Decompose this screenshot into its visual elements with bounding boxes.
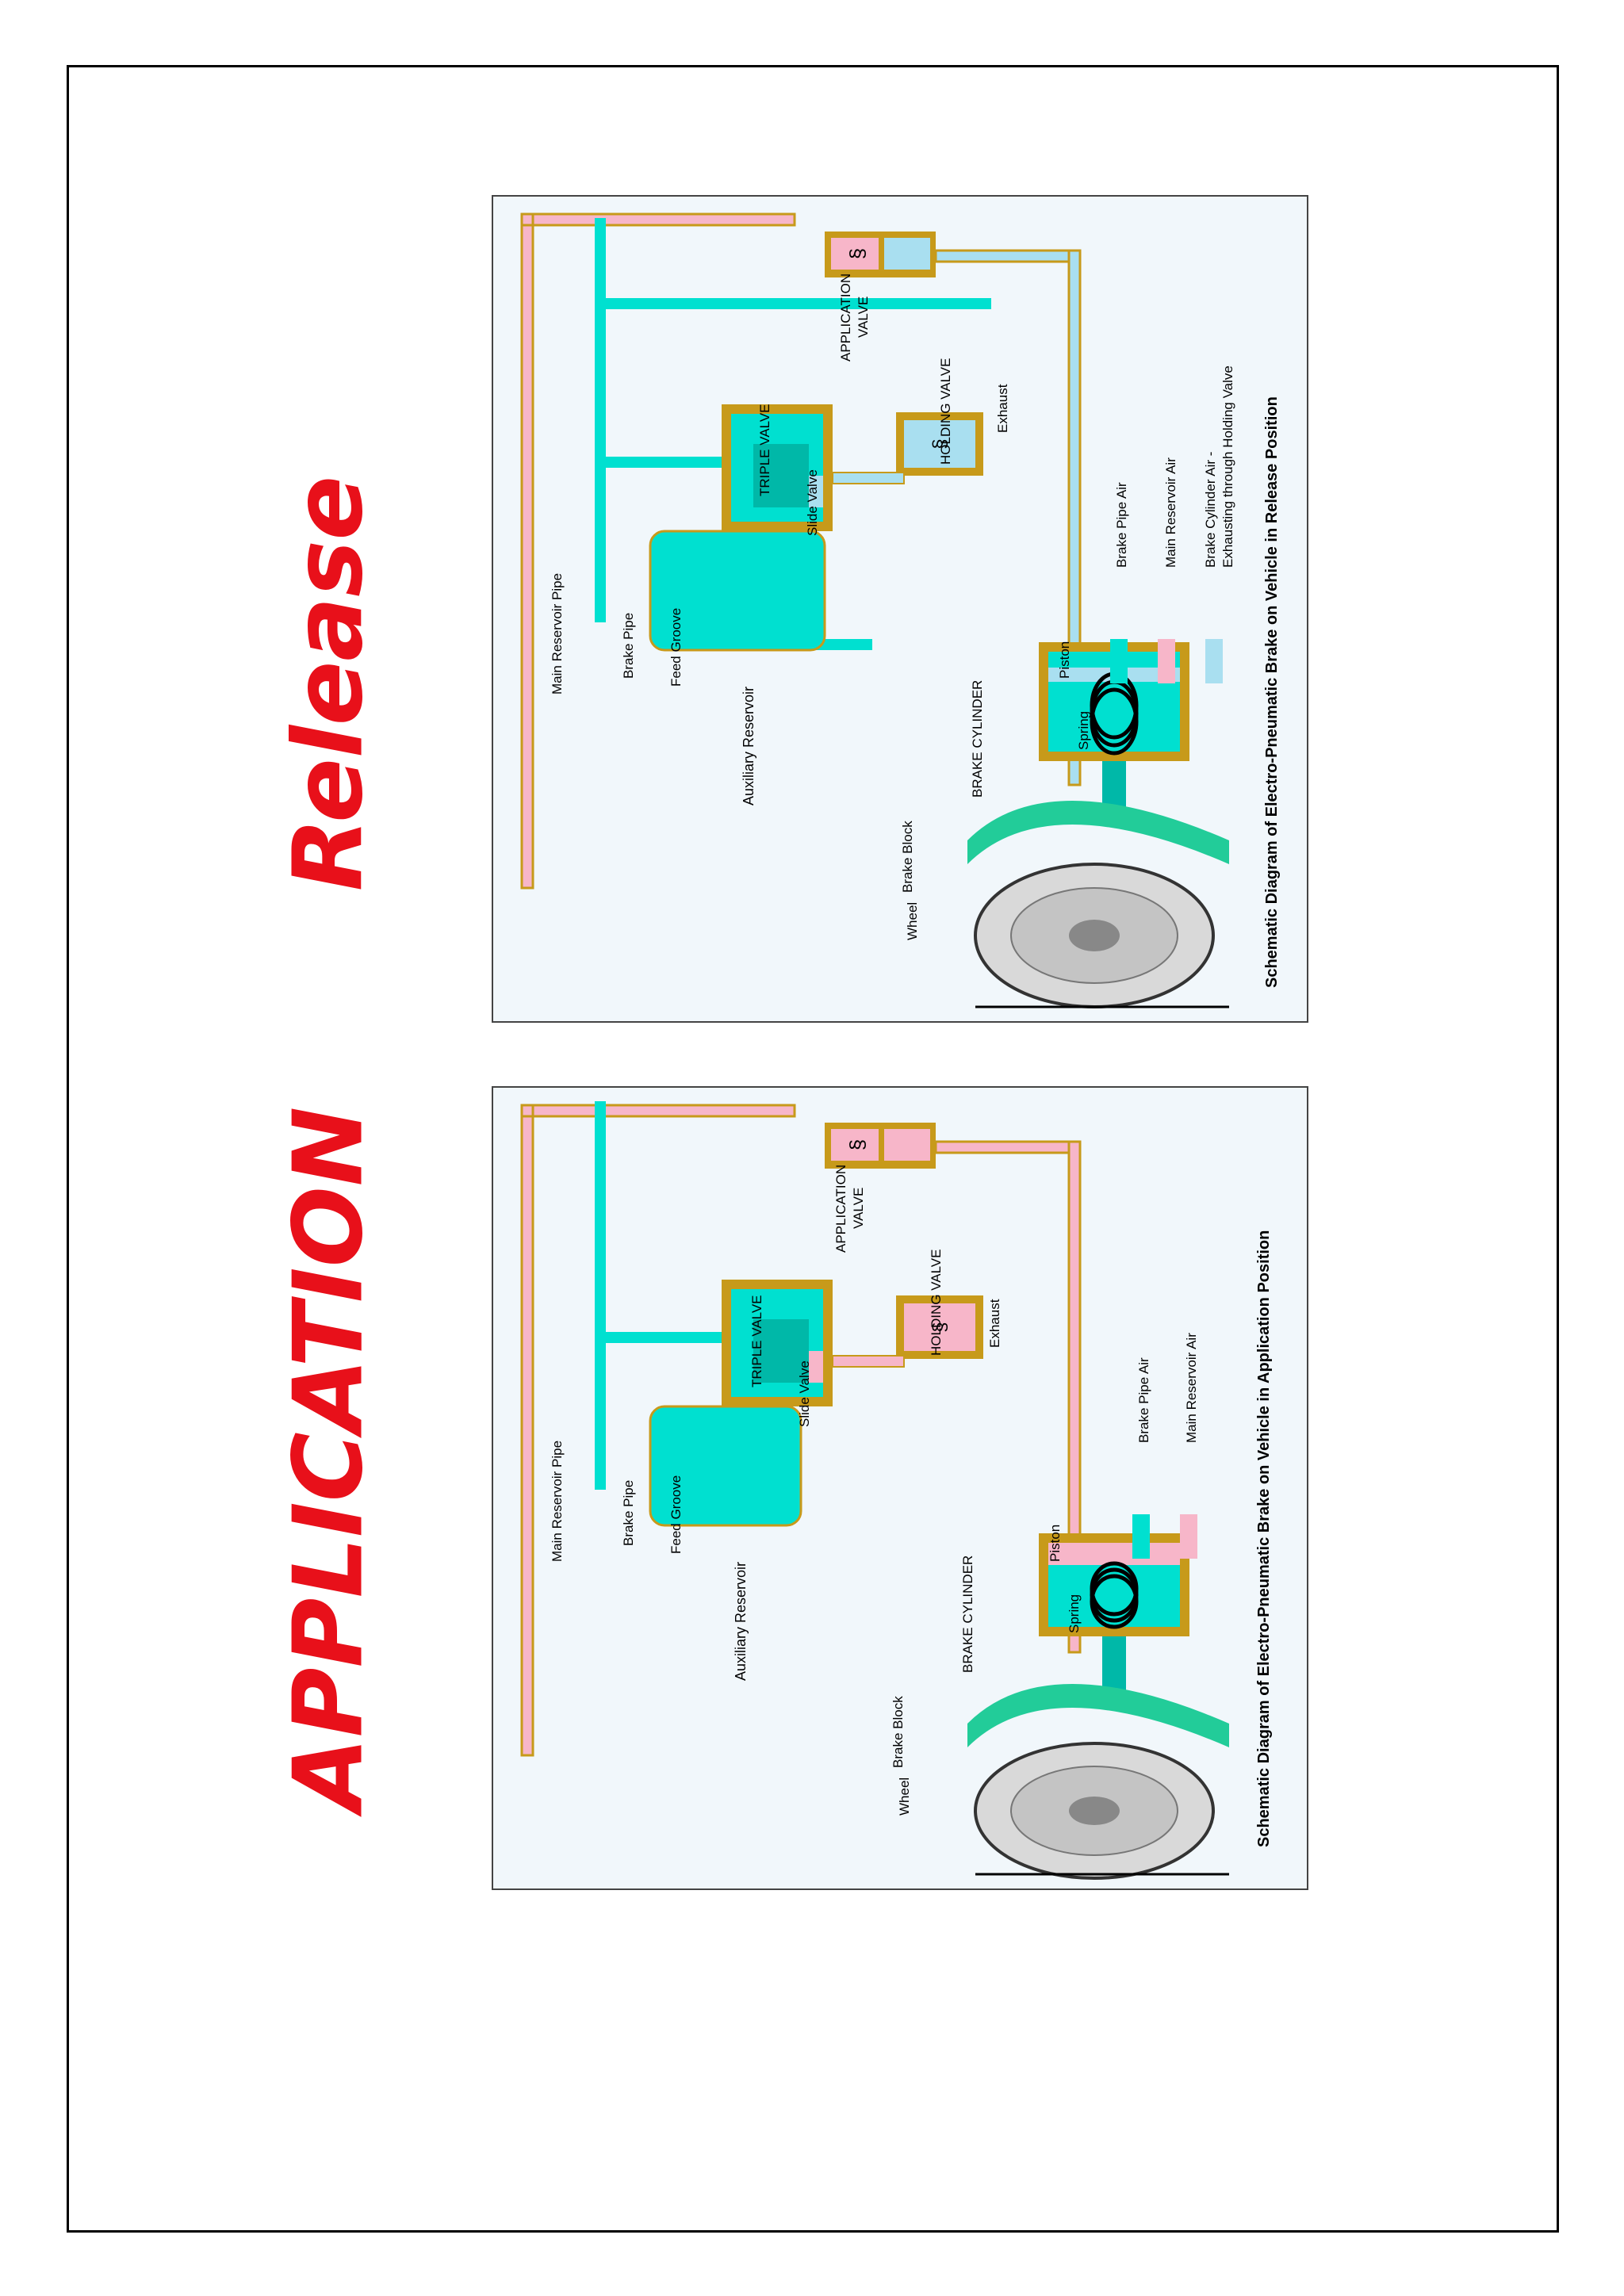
release-diagram-panel: § § bbox=[492, 195, 1308, 1023]
legend-label-main-reservoir-air: Main Reservoir Air bbox=[1163, 457, 1178, 568]
application-valve: § bbox=[825, 232, 936, 277]
label-application-valve-2: VALVE bbox=[856, 297, 871, 338]
label-slide-valve: Slide Valve bbox=[797, 1360, 812, 1427]
label-brake-cylinder: BRAKE CYLINDER bbox=[970, 680, 985, 798]
legend-label-brake-cylinder-air: Brake Cylinder Air - bbox=[1203, 452, 1218, 568]
brake-pipe-vertical bbox=[595, 298, 991, 309]
label-spring: Spring bbox=[1067, 1594, 1082, 1633]
legend-swatch-brake-cylinder-air bbox=[1205, 639, 1223, 683]
label-auxiliary-reservoir: Auxiliary Reservoir bbox=[741, 687, 756, 806]
label-feed-groove: Feed Groove bbox=[668, 608, 684, 687]
legend-label-main-reservoir-air: Main Reservoir Air bbox=[1184, 1333, 1199, 1443]
legend-label-brake-pipe-air: Brake Pipe Air bbox=[1136, 1357, 1151, 1443]
label-wheel: Wheel bbox=[897, 1777, 912, 1816]
triple-valve bbox=[722, 1280, 833, 1406]
label-application-valve-1: APPLICATION bbox=[833, 1165, 848, 1253]
svg-text:§: § bbox=[845, 248, 869, 259]
legend-label-brake-pipe-air: Brake Pipe Air bbox=[1114, 482, 1129, 568]
svg-text:§: § bbox=[845, 1139, 869, 1150]
label-wheel: Wheel bbox=[905, 902, 920, 940]
label-main-reservoir-pipe: Main Reservoir Pipe bbox=[550, 1441, 565, 1562]
legend-label-brake-cylinder-air-2: Exhausting through Holding Valve bbox=[1220, 365, 1235, 568]
brake-pipe bbox=[595, 1101, 606, 1490]
main-reservoir-riser bbox=[533, 214, 795, 225]
label-application-valve-2: VALVE bbox=[851, 1188, 866, 1229]
application-valve: § bbox=[825, 1123, 936, 1169]
holding-line bbox=[833, 1356, 904, 1367]
label-brake-pipe: Brake Pipe bbox=[621, 1480, 636, 1546]
label-brake-pipe: Brake Pipe bbox=[621, 613, 636, 679]
application-line bbox=[936, 1142, 1078, 1153]
brake-pipe-branch bbox=[606, 1332, 733, 1343]
brake-pipe bbox=[595, 218, 606, 622]
main-reservoir-riser bbox=[533, 1105, 795, 1116]
label-piston: Piston bbox=[1048, 1525, 1063, 1562]
label-slide-valve: Slide Valve bbox=[805, 469, 820, 536]
application-diagram: § § bbox=[492, 1086, 1308, 1890]
label-triple-valve: TRIPLE VALVE bbox=[757, 404, 772, 496]
application-diagram-panel: § § bbox=[492, 1086, 1308, 1890]
release-diagram: § § bbox=[492, 195, 1308, 1023]
holding-line bbox=[833, 473, 904, 484]
legend-swatch-brake-pipe-air bbox=[1132, 1514, 1150, 1559]
label-triple-valve: TRIPLE VALVE bbox=[749, 1295, 764, 1387]
label-spring: Spring bbox=[1076, 711, 1091, 750]
label-holding-valve: HOLDING VALVE bbox=[938, 358, 953, 465]
legend-swatch-main-reservoir-air bbox=[1158, 639, 1175, 683]
legend-swatch-main-reservoir-air bbox=[1180, 1514, 1197, 1559]
application-line bbox=[936, 251, 1078, 262]
label-holding-valve: HOLDING VALVE bbox=[929, 1249, 944, 1356]
label-main-reservoir-pipe: Main Reservoir Pipe bbox=[550, 573, 565, 695]
brake-pipe-branch bbox=[606, 457, 733, 468]
label-brake-block: Brake Block bbox=[891, 1696, 906, 1768]
release-caption: Schematic Diagram of Electro-Pneumatic B… bbox=[1263, 396, 1281, 988]
label-exhaust: Exhaust bbox=[987, 1299, 1002, 1348]
label-piston: Piston bbox=[1057, 641, 1072, 679]
label-exhaust: Exhaust bbox=[995, 384, 1010, 433]
label-feed-groove: Feed Groove bbox=[668, 1475, 684, 1554]
legend-swatch-brake-pipe-air bbox=[1110, 639, 1128, 683]
label-brake-cylinder: BRAKE CYLINDER bbox=[960, 1556, 975, 1673]
label-application-valve-1: APPLICATION bbox=[838, 274, 853, 362]
application-title: APPLICATION bbox=[274, 1107, 385, 1811]
label-auxiliary-reservoir: Auxiliary Reservoir bbox=[733, 1562, 749, 1681]
release-title: Release bbox=[274, 476, 385, 891]
application-caption: Schematic Diagram of Electro-Pneumatic B… bbox=[1255, 1230, 1273, 1847]
label-brake-block: Brake Block bbox=[900, 821, 915, 893]
